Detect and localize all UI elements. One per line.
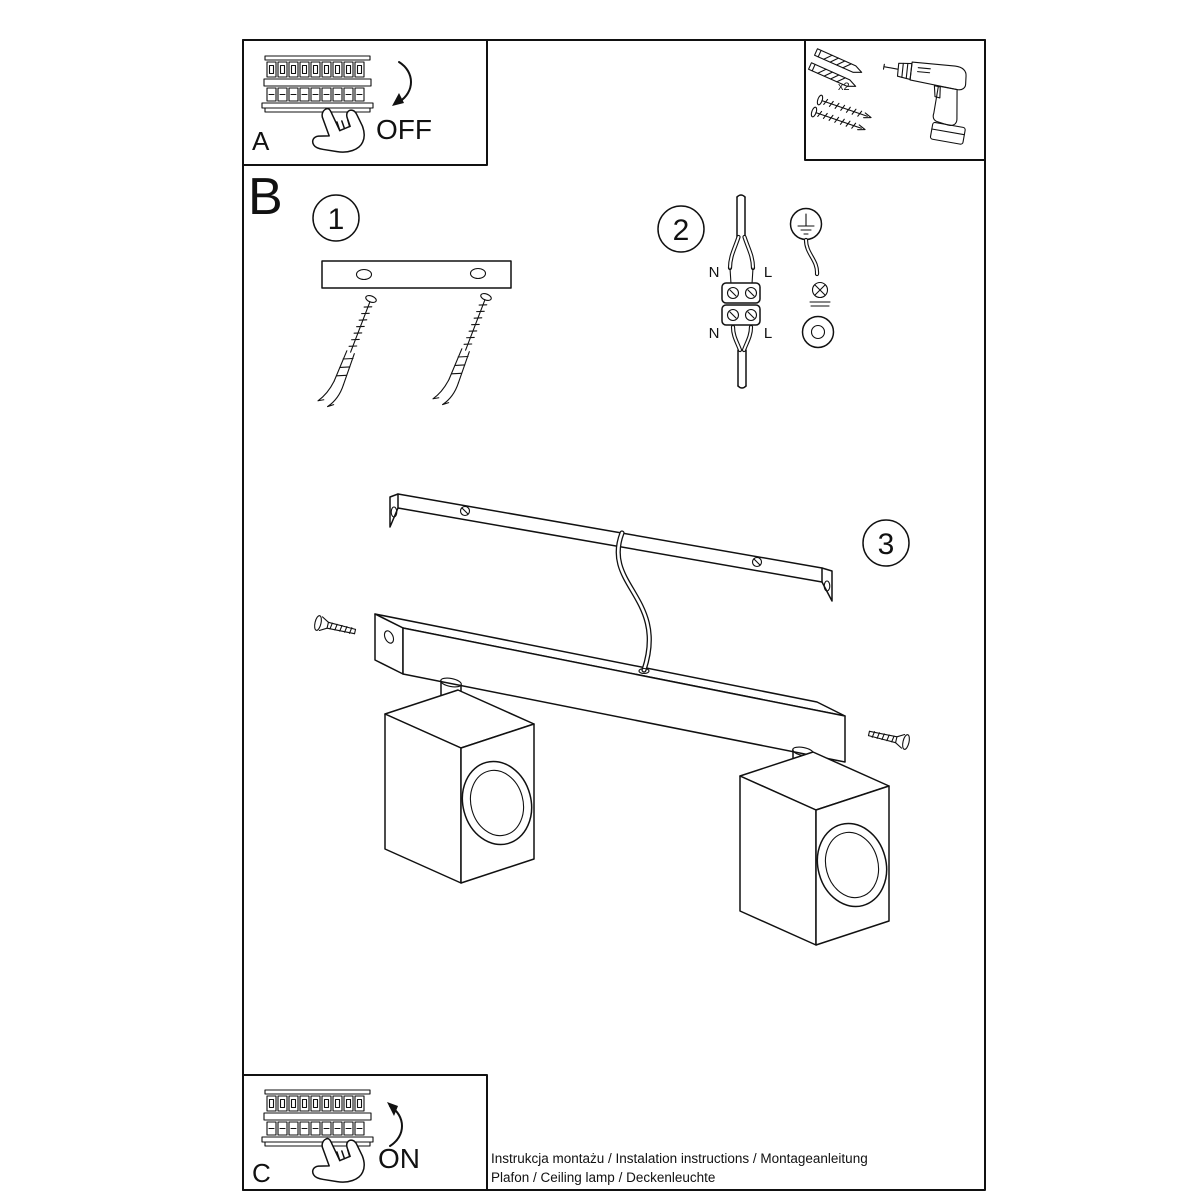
ground-connection — [789, 207, 835, 349]
hand-icon — [305, 101, 369, 160]
step-1-number: 1 — [328, 203, 345, 236]
panel-a-label: A — [252, 126, 270, 156]
step-2: 2 N L N L — [657, 194, 835, 389]
on-arrow-icon — [389, 1105, 403, 1147]
ceiling-bracket — [389, 493, 833, 602]
wire-label-n-bottom: N — [709, 325, 720, 342]
on-label: ON — [378, 1143, 420, 1174]
spotlight-lens — [816, 822, 888, 908]
step-2-number: 2 — [673, 214, 690, 247]
on-arrowhead-icon — [387, 1102, 398, 1116]
ground-ring-lug-icon — [801, 315, 835, 349]
mounting-plate — [321, 260, 512, 289]
body-screw-right-icon — [866, 725, 912, 751]
breaker-panel-icon — [262, 1090, 373, 1146]
step-3-number: 3 — [878, 528, 895, 561]
wall-anchor-screw-icon — [316, 290, 378, 410]
bracket-screw-icon — [459, 505, 471, 517]
step-3: 3 — [312, 493, 912, 946]
wall-plug-count: x2 — [838, 81, 850, 93]
footer-line-2: Plafon / Ceiling lamp / Deckenleuchte — [491, 1170, 715, 1185]
panel-b-label: B — [248, 168, 283, 226]
step-1: 1 — [312, 194, 512, 410]
panel-c-box — [242, 1074, 488, 1191]
wire-label-l-top: L — [764, 264, 772, 281]
main-border — [242, 39, 986, 1191]
body-screw-left-icon — [312, 614, 358, 640]
spotlight-lens — [461, 760, 533, 846]
wall-anchor-screw-icon — [431, 288, 493, 408]
wire-label-l-bottom: L — [764, 325, 772, 342]
screw-icon — [809, 106, 868, 135]
panel-c-label: C — [252, 1158, 271, 1188]
off-label: OFF — [376, 114, 432, 145]
footer: Instrukcja montażu / Instalation instruc… — [491, 1151, 868, 1185]
screw-icon — [815, 94, 874, 123]
footer-line-1: Instrukcja montażu / Instalation instruc… — [491, 1151, 868, 1166]
drill-icon — [872, 53, 977, 146]
panel-a: A OFF — [252, 56, 432, 160]
panel-c: C ON — [252, 1090, 420, 1190]
terminal-block — [721, 282, 761, 326]
supply-cable — [727, 194, 756, 285]
breaker-panel-icon — [262, 56, 373, 112]
tools: x2 — [808, 48, 977, 146]
bracket-screw-icon — [751, 556, 763, 568]
off-arrow-icon — [398, 61, 412, 103]
spotlight-right — [739, 751, 890, 946]
step-2-badge — [657, 205, 705, 253]
fixture-cable — [730, 324, 754, 389]
step-3-badge — [862, 519, 910, 567]
panel-a-box — [242, 39, 488, 166]
page-frame — [242, 39, 986, 1191]
power-cable — [615, 530, 652, 675]
hand-icon — [305, 1131, 369, 1190]
lamp-body — [374, 613, 846, 763]
wall-plug-icon — [808, 62, 858, 91]
ground-screw-icon — [811, 281, 829, 299]
spotlight-left — [384, 689, 535, 884]
tools-box — [804, 39, 986, 161]
off-arrowhead-icon — [392, 93, 404, 106]
wire-label-n-top: N — [709, 264, 720, 281]
step-1-badge — [312, 194, 360, 242]
